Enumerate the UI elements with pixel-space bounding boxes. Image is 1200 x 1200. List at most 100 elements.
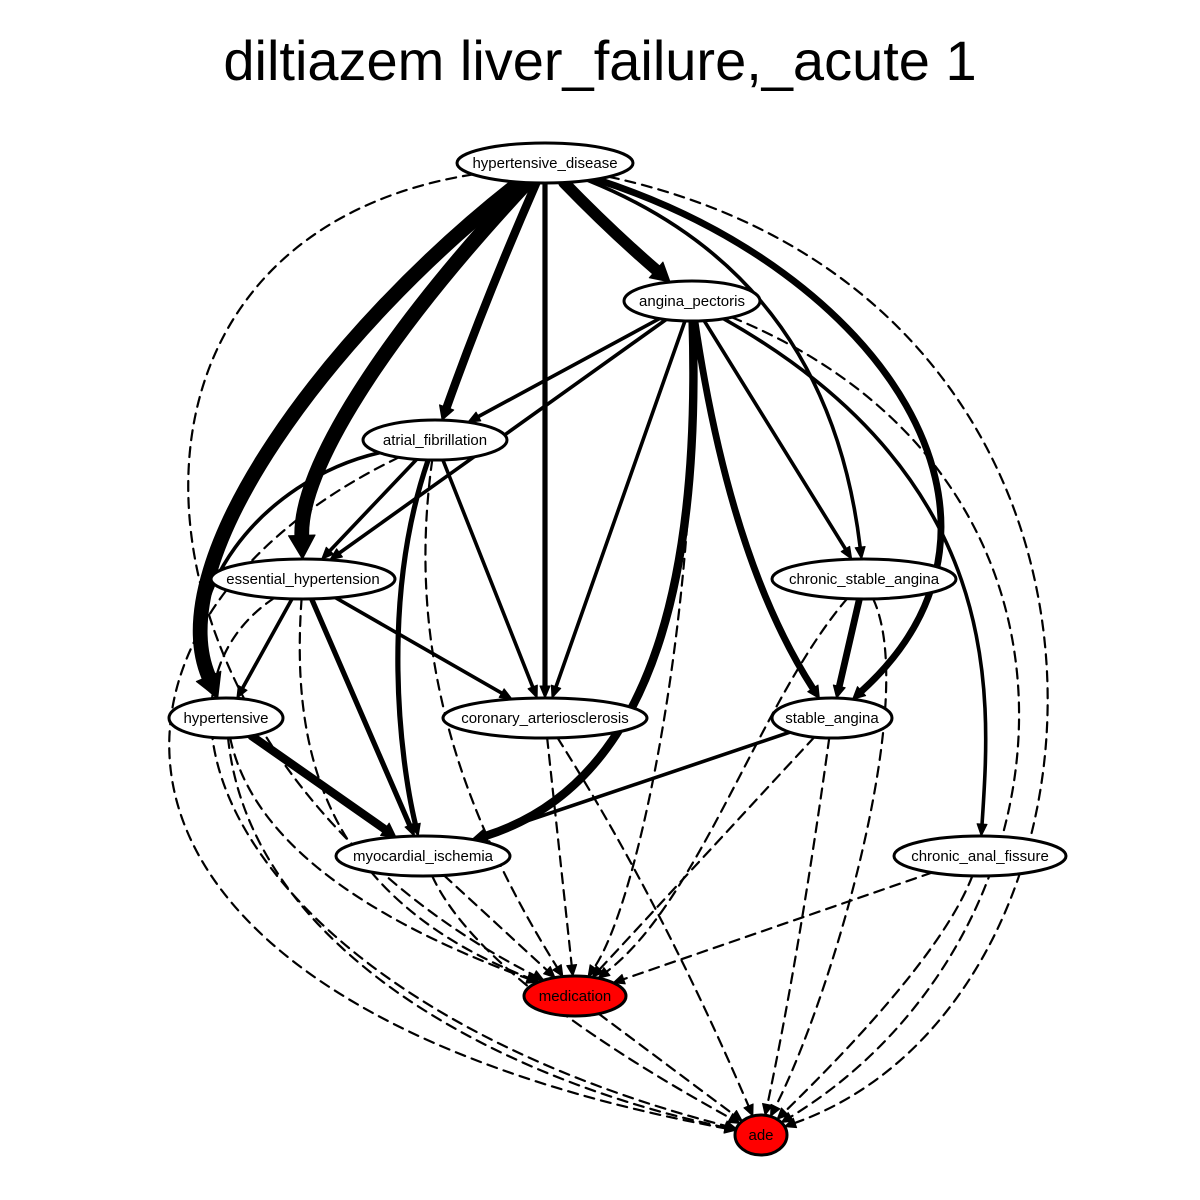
node-label: chronic_anal_fissure	[911, 848, 1049, 865]
edge-atrial_fibrillation-to-coronary_arteriosclerosis	[441, 458, 538, 699]
arrowhead-icon	[467, 411, 482, 423]
edge-line	[442, 874, 549, 972]
edge-line	[309, 596, 413, 828]
edge-stable_angina-to-myocardial_ischemia	[471, 730, 792, 841]
edge-chronic_stable_angina-to-stable_angina	[832, 595, 863, 699]
edge-hypertensive_disease-to-coronary_arteriosclerosis	[539, 180, 551, 699]
edge-stable_angina-to-medication	[591, 736, 816, 978]
edge-angina_pectoris-to-chronic_anal_fissure	[721, 316, 988, 837]
arrowhead-icon	[784, 1117, 798, 1129]
arrowhead-icon	[321, 546, 334, 560]
node-ellipse	[622, 279, 762, 323]
arrowhead-icon	[832, 684, 846, 699]
edge-hypertensive_disease-to-angina_pectoris	[558, 176, 671, 283]
edge-medication-to-ade	[597, 1012, 743, 1122]
arrowhead-icon	[439, 404, 455, 421]
arrowhead-icon	[743, 1103, 754, 1117]
edge-angina_pectoris-to-stable_angina	[691, 317, 820, 699]
edge-chronic_stable_angina-to-medication	[597, 597, 849, 979]
edge-atrial_fibrillation-to-medication	[424, 458, 564, 978]
node-ellipse	[334, 834, 512, 878]
edge-hypertensive-to-myocardial_ischemia	[247, 731, 397, 838]
edge-line	[294, 175, 535, 543]
node-ellipse	[892, 834, 1068, 878]
edge-essential_hypertension-to-hypertensive	[236, 597, 294, 699]
edges-layer	[168, 173, 1049, 1134]
edge-hypertensive_disease-to-chronic_stable_angina	[586, 178, 866, 560]
node-essential-hypertension: essential_hypertension	[209, 557, 397, 601]
arrowhead-icon	[552, 964, 564, 978]
arrowhead-icon	[527, 684, 538, 699]
node-ellipse	[770, 557, 958, 601]
edge-line	[229, 736, 529, 980]
edge-line	[481, 730, 792, 838]
arrowhead-icon	[498, 688, 513, 700]
edge-line	[298, 597, 530, 979]
edge-essential_hypertension-to-coronary_arteriosclerosis	[333, 595, 513, 700]
arrowhead-icon	[776, 1107, 789, 1120]
node-label: chronic_stable_angina	[789, 571, 940, 588]
node-label: hypertensive_disease	[472, 155, 617, 172]
edge-line	[476, 316, 662, 419]
arrowhead-icon	[543, 965, 556, 979]
node-ellipse	[770, 696, 894, 740]
edge-angina_pectoris-to-chronic_stable_angina	[702, 318, 853, 560]
edge-line	[199, 450, 382, 690]
edge-line	[247, 731, 390, 834]
arrowhead-icon	[840, 545, 853, 560]
node-hypertensive: hypertensive	[167, 696, 285, 740]
edge-line	[597, 1012, 735, 1116]
node-ellipse	[522, 974, 628, 1018]
edge-line	[730, 316, 1021, 1118]
edge-line	[554, 319, 687, 689]
node-ade: ade	[733, 1113, 789, 1157]
edge-line	[774, 597, 888, 1108]
edge-angina_pectoris-to-medication	[587, 319, 695, 978]
edge-line	[546, 736, 573, 967]
edge-hypertensive_disease-to-ade	[607, 175, 1049, 1129]
edge-line	[328, 457, 419, 553]
edge-line	[192, 174, 528, 684]
edge-line	[605, 597, 849, 973]
node-ellipse	[209, 557, 397, 601]
edge-line	[395, 457, 431, 827]
node-medication: medication	[522, 974, 628, 1018]
edge-line	[556, 736, 750, 1107]
node-ellipse	[455, 141, 635, 185]
edge-hypertensive-to-medication	[229, 736, 539, 984]
arrowhead-icon	[566, 964, 578, 977]
node-ellipse	[361, 418, 509, 462]
edge-angina_pectoris-to-ade	[730, 316, 1021, 1124]
edge-hypertensive_disease-to-essential_hypertension	[287, 175, 535, 560]
diagram-title: diltiazem liver_failure,_acute 1	[223, 29, 976, 92]
node-label: atrial_fibrillation	[383, 432, 487, 449]
edge-myocardial_ischemia-to-medication	[442, 874, 556, 979]
edge-hypertensive-to-ade	[226, 736, 737, 1133]
node-label: ade	[748, 1127, 773, 1144]
node-label: medication	[539, 988, 612, 1005]
arrowhead-icon	[591, 965, 605, 978]
node-ellipse	[167, 696, 285, 740]
edge-line	[766, 736, 831, 1106]
node-label: myocardial_ischemia	[353, 848, 494, 865]
node-label: essential_hypertension	[226, 571, 379, 588]
edge-line	[691, 317, 817, 692]
node-chronic-anal-fissure: chronic_anal_fissure	[892, 834, 1068, 878]
arrowhead-icon	[976, 823, 988, 837]
arrowhead-icon	[852, 686, 867, 700]
arrowhead-icon	[404, 822, 415, 837]
edge-line	[482, 316, 698, 840]
node-ellipse	[733, 1113, 789, 1157]
edge-line	[702, 318, 848, 551]
arrowhead-icon	[807, 684, 820, 699]
edge-coronary_arteriosclerosis-to-medication	[546, 736, 578, 977]
arrowhead-icon	[550, 684, 562, 699]
edge-atrial_fibrillation-to-essential_hypertension	[321, 457, 419, 560]
edge-line	[226, 736, 727, 1129]
node-label: hypertensive	[183, 710, 268, 727]
arrowhead-icon	[730, 1109, 743, 1122]
edge-line	[586, 178, 862, 549]
edge-line	[333, 595, 504, 695]
arrowhead-icon	[287, 534, 316, 560]
